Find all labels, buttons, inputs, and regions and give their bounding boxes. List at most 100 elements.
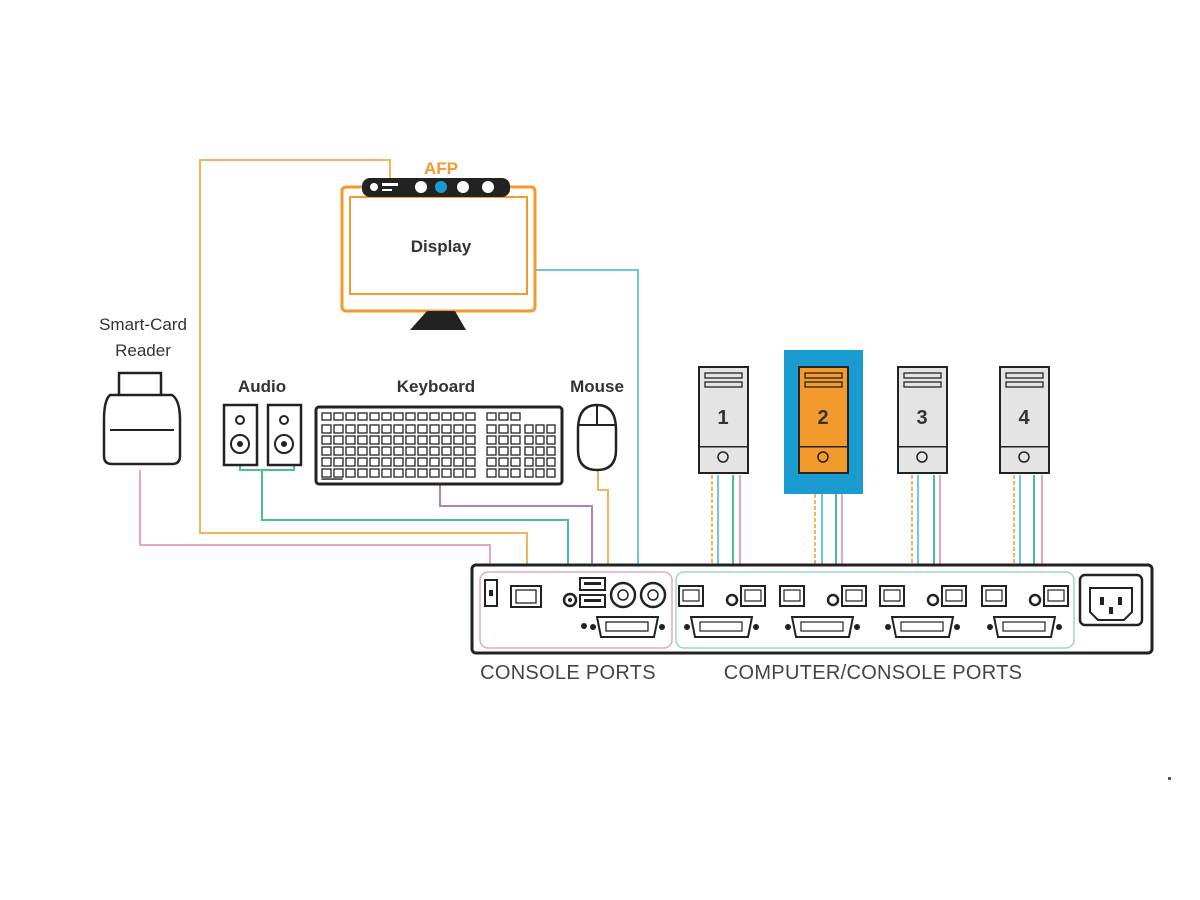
keyboard-key: [357, 457, 368, 467]
keyboard-key: [535, 446, 545, 456]
keyboard-key: [321, 468, 332, 478]
keyboard-key: [441, 468, 452, 478]
keyboard-key: [441, 446, 452, 456]
console-ps2-port-2[interactable]: [639, 581, 667, 609]
console-dvi-port[interactable]: [590, 616, 665, 638]
rj45-inner: [783, 589, 801, 602]
afp-button-3[interactable]: [457, 181, 469, 193]
keyboard-label: Keyboard: [397, 377, 475, 396]
audio-label: Audio: [238, 377, 286, 396]
keyboard-key: [465, 457, 476, 467]
keyboard-key: [393, 468, 404, 478]
dvi-inner: [900, 621, 944, 632]
keyboard-key: [429, 468, 440, 478]
keyboard-key: [369, 412, 380, 421]
keyboard-key: [357, 412, 368, 421]
computer-4-audio-jack[interactable]: [1028, 593, 1042, 607]
keyboard-key: [321, 435, 332, 445]
dvi-inner: [800, 621, 844, 632]
afp-button-4[interactable]: [482, 181, 494, 193]
audio-cable: [239, 465, 569, 590]
computer-4[interactable]: 4: [999, 366, 1050, 474]
keyboard-key: [524, 457, 534, 467]
console-ps2-port-1[interactable]: [609, 581, 637, 609]
power-inlet[interactable]: [1078, 573, 1144, 627]
keyboard-key: [345, 468, 356, 478]
keyboard-key: [546, 457, 556, 467]
keyboard-key: [333, 446, 344, 456]
keyboard-key: [357, 446, 368, 456]
keyboard-key: [393, 412, 404, 421]
keyboard-key: [369, 446, 380, 456]
keyboard-key: [345, 457, 356, 467]
computer-1[interactable]: 1: [698, 366, 749, 474]
keyboard-key: [441, 412, 452, 421]
keyboard-key: [453, 424, 464, 434]
keyboard-key: [333, 412, 344, 421]
keyboard-key: [486, 435, 497, 445]
keyboard-key: [524, 435, 534, 445]
keyboard-key: [417, 457, 428, 467]
dvi-screw: [987, 624, 993, 630]
display-video-cable: [535, 269, 639, 612]
keyboard-key: [381, 457, 392, 467]
keyboard-key: [357, 424, 368, 434]
keyboard-key: [546, 468, 556, 478]
keyboard-key: [381, 468, 392, 478]
rj45-inner: [845, 589, 863, 602]
computer-2-audio-jack[interactable]: [826, 593, 840, 607]
keyboard-key: [498, 457, 509, 467]
afp-button-1[interactable]: [415, 181, 427, 193]
keyboard-key: [333, 435, 344, 445]
display-label: Display: [411, 237, 472, 256]
smartcard-cable: [139, 470, 491, 590]
afp-button-2[interactable]: [435, 181, 447, 193]
display-stand: [410, 311, 466, 330]
computer-2[interactable]: 2: [798, 366, 849, 474]
computer-1-number: 1: [717, 407, 728, 429]
keyboard-key: [393, 424, 404, 434]
keyboard-key: [546, 435, 556, 445]
dvi-inner: [1002, 621, 1046, 632]
keyboard-key: [393, 435, 404, 445]
keyboard-key: [535, 424, 545, 434]
mouse-cable: [597, 470, 609, 582]
keyboard-key: [441, 457, 452, 467]
keyboard-key: [345, 412, 356, 421]
keyboard-key: [429, 435, 440, 445]
keyboard-key: [405, 457, 416, 467]
computer-3[interactable]: 3: [897, 366, 948, 474]
keyboard-key: [345, 446, 356, 456]
rj45-inner: [883, 589, 901, 602]
keyboard-key: [405, 412, 416, 421]
keyboard-key: [510, 424, 521, 434]
keyboard-key: [453, 435, 464, 445]
keyboard-key: [429, 412, 440, 421]
keyboard-key: [498, 468, 509, 478]
computer-3-audio-jack[interactable]: [926, 593, 940, 607]
rj45-inner: [945, 589, 963, 602]
console-rj45-port[interactable]: [510, 585, 542, 608]
keyboard-key: [486, 446, 497, 456]
keyboard-key: [345, 435, 356, 445]
computer-1-audio-jack[interactable]: [725, 593, 739, 607]
keyboard-key: [524, 446, 534, 456]
dvi-screw: [753, 624, 759, 630]
keyboard-key: [453, 412, 464, 421]
computer-console-ports-group: [675, 571, 1075, 649]
audio-speakers: Audio: [222, 377, 303, 467]
keyboard-key: [429, 457, 440, 467]
keyboard-key: [333, 457, 344, 467]
keyboard-key: [498, 424, 509, 434]
rj45-inner: [1047, 589, 1065, 602]
keyboard-key: [486, 468, 497, 478]
rj45-inner: [744, 589, 762, 602]
keyboard-key: [465, 412, 476, 421]
dvi-screw: [885, 624, 891, 630]
console-ports-label: CONSOLE PORTS: [480, 662, 656, 684]
keyboard-key: [510, 412, 521, 421]
keyboard-key: [429, 446, 440, 456]
keyboard-key: [417, 435, 428, 445]
keyboard-key: [333, 424, 344, 434]
afp-label: AFP: [424, 159, 458, 178]
